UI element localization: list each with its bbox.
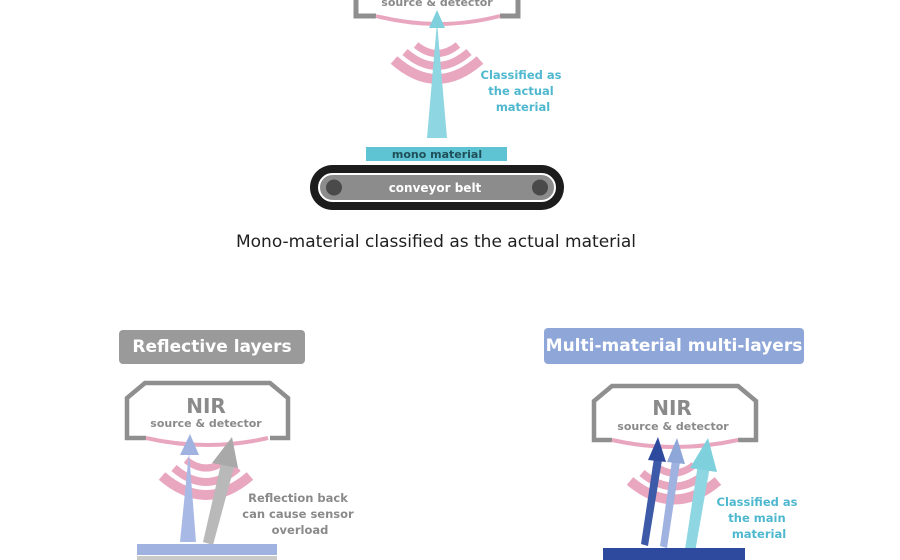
right-annotation: Classified as the main material [717,495,802,541]
left-detector-label: source & detector [150,417,262,430]
left-material-layer [137,544,277,555]
top-detector-housing [353,0,521,19]
left-nir-label: NIR [186,394,226,418]
conveyor-roller-left [326,179,342,196]
left-material-sublayer [137,556,277,560]
left-annotation: Reflection back can cause sensor overloa… [242,491,357,537]
right-cyan-arrowhead [690,438,717,472]
left-detector-lens [145,436,269,447]
multi-material-tag: Multi-material multi-layers [544,328,804,364]
top-panel-caption: Mono-material classified as the actual m… [235,232,637,252]
right-light-blue-arrowhead [667,438,685,464]
right-panel: NIR source & detector Classified as the … [591,383,802,560]
right-nir-label: NIR [652,396,692,420]
conveyor-roller-right [532,179,548,196]
left-grey-arrowhead [212,437,238,468]
left-blue-arrowhead [180,434,199,455]
conveyor-belt-inner [318,173,556,202]
left-panel: NIR source & detector Reflection back ca… [124,380,357,560]
left-blue-arrow [180,452,196,542]
mono-material-label: mono material [392,148,482,161]
top-reflection-arrow [427,22,447,138]
mono-material-strip [366,147,507,161]
left-detector-housing [124,380,291,441]
right-detector-housing [591,383,759,443]
reflective-layers-tag: Reflective layers [119,330,305,364]
top-panel: source & detector Classified as the actu… [310,0,566,210]
right-detector-label: source & detector [617,420,729,433]
left-grey-arrow [203,455,236,545]
right-dark-blue-arrowhead [648,437,666,462]
right-dark-blue-arrow [641,458,662,546]
right-light-blue-arrow [660,460,680,548]
right-cyan-arrow [684,464,710,558]
top-detector-label: source & detector [381,0,493,9]
right-material-layer [603,548,745,560]
conveyor-belt-label: conveyor belt [389,181,482,195]
top-reflection-arrowhead [429,10,445,28]
top-annotation: Classified as the actual material [481,68,566,114]
